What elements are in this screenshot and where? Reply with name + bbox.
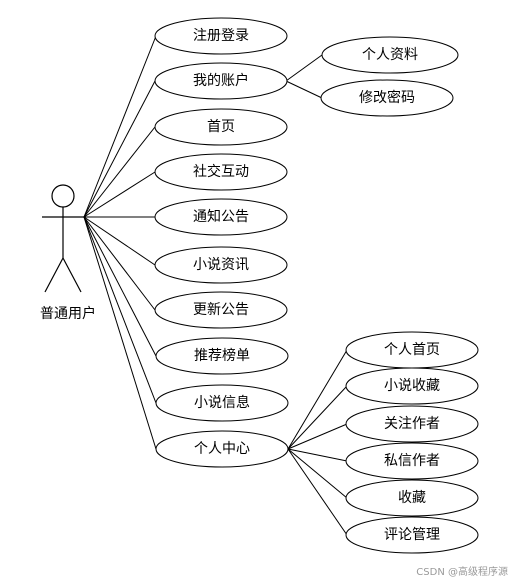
edge-home [83, 126, 156, 218]
edge-register-login [83, 35, 157, 218]
actor: 普通用户 [40, 184, 96, 322]
edge-follow-author [287, 423, 348, 450]
use-case-label: 我的账户 [193, 72, 249, 89]
actor-right-leg [62, 257, 82, 293]
use-case-notice: 通知公告 [154, 198, 288, 236]
use-case-message-author: 私信作者 [345, 442, 479, 480]
use-case-ranking: 推荐榜单 [155, 337, 289, 375]
use-case-update-notice: 更新公告 [154, 291, 288, 329]
edge-novel-favorites [287, 385, 348, 450]
edge-my-account [83, 80, 156, 218]
use-case-novel-favorites: 小说收藏 [345, 367, 479, 405]
use-case-social: 社交互动 [154, 153, 288, 191]
actor-head-icon [51, 184, 75, 208]
use-case-label: 社交互动 [193, 163, 249, 180]
use-case-label: 注册登录 [193, 28, 249, 44]
use-case-label: 小说收藏 [384, 378, 440, 394]
edge-novel-info [83, 216, 157, 404]
edge-ranking [83, 216, 157, 357]
use-case-label: 个人中心 [194, 441, 250, 457]
edge-message-author [287, 448, 348, 462]
use-case-novel-info: 小说信息 [155, 384, 289, 422]
use-case-my-account: 我的账户 [154, 62, 288, 100]
use-case-novel-news: 小说资讯 [154, 246, 288, 284]
use-case-label: 个人资料 [362, 47, 418, 63]
center-edges [287, 349, 348, 536]
use-case-change-password: 修改密码 [320, 79, 454, 117]
edge-novel-news [83, 216, 156, 266]
edge-personal-center [83, 216, 157, 450]
edge-comment-manage [287, 448, 348, 536]
use-case-label: 小说资讯 [193, 257, 249, 273]
use-case-profile: 个人资料 [321, 36, 459, 74]
use-case-label: 小说信息 [194, 394, 250, 411]
actor-edges [83, 35, 157, 450]
edge-change-password [285, 80, 323, 99]
edge-personal-home [287, 349, 348, 450]
use-case-label: 私信作者 [384, 453, 440, 469]
use-case-label: 首页 [207, 119, 235, 135]
use-case-label: 评论管理 [384, 527, 440, 543]
use-case-label: 通知公告 [193, 208, 249, 225]
use-case-home: 首页 [154, 108, 288, 146]
use-case-personal-home: 个人首页 [345, 331, 479, 369]
edge-social [83, 171, 156, 218]
account-edges [285, 54, 323, 99]
actor-label: 普通用户 [40, 305, 96, 322]
use-case-label: 关注作者 [384, 416, 440, 432]
edge-profile [285, 54, 323, 82]
use-case-label: 更新公告 [193, 302, 249, 318]
use-case-follow-author: 关注作者 [345, 405, 479, 443]
edge-update-notice [83, 216, 156, 311]
edge-favorites [287, 448, 348, 499]
use-case-label: 个人首页 [384, 342, 440, 358]
use-case-comment-manage: 评论管理 [345, 516, 479, 554]
use-case-personal-center: 个人中心 [155, 430, 289, 468]
use-case-label: 推荐榜单 [194, 347, 250, 364]
use-case-label: 收藏 [398, 490, 426, 506]
use-case-label: 修改密码 [359, 89, 415, 106]
actor-left-leg [44, 257, 64, 293]
use-case-favorites: 收藏 [345, 479, 479, 517]
use-case-register-login: 注册登录 [154, 17, 288, 55]
watermark: CSDN @高级程序源 [416, 565, 508, 578]
